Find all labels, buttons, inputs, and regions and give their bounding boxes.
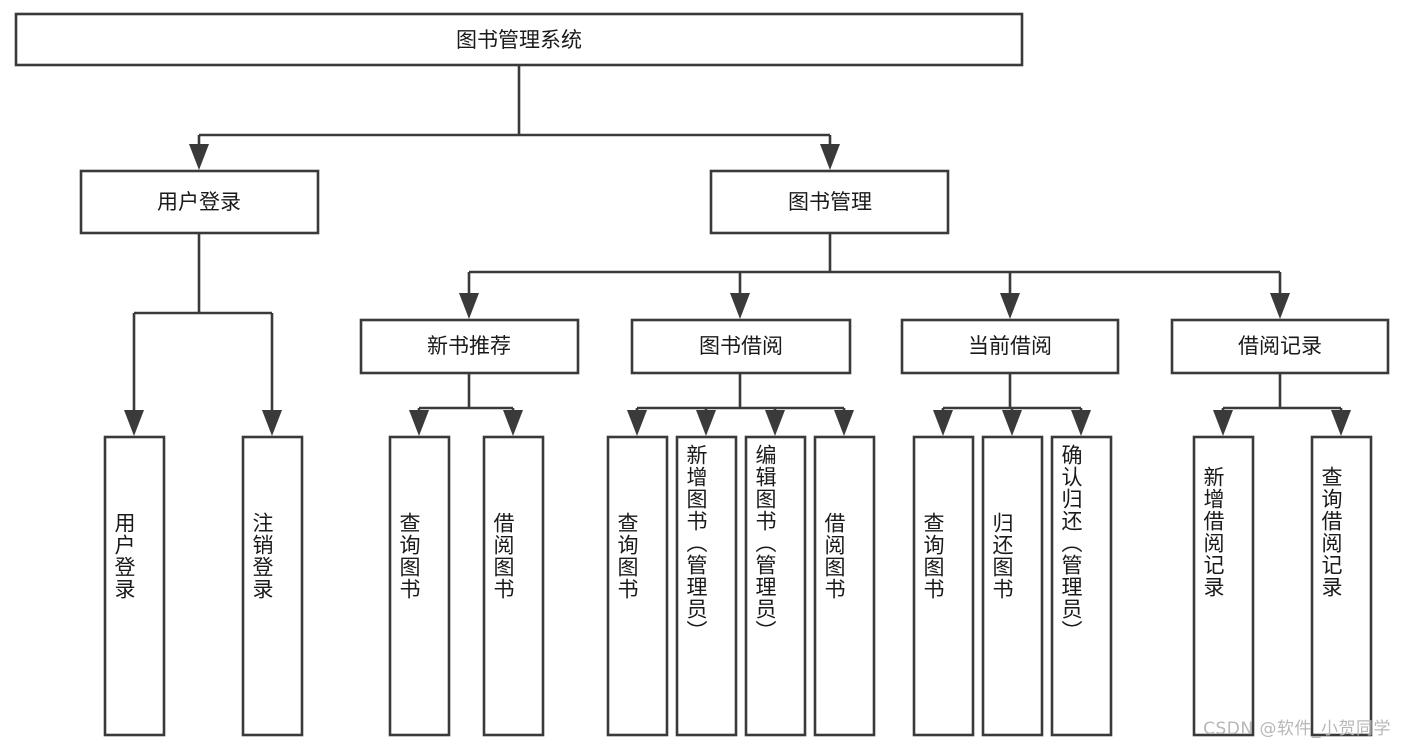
leaf-box-query-book-recommend[interactable] (388, 435, 451, 737)
root-box[interactable] (14, 12, 1024, 67)
arrow-to-leaf-borrow-book-recommend (503, 410, 523, 436)
leaf-box-query-book-current[interactable] (912, 435, 975, 737)
user-login-label: 用户登录 (157, 190, 241, 214)
arrow-to-leaf-return-book (1002, 410, 1022, 436)
new-book-recommend-label: 新书推荐 (427, 334, 511, 358)
book-borrow-box[interactable] (630, 318, 852, 375)
current-borrow-box[interactable] (900, 318, 1120, 375)
node-root[interactable]: 图书管理系统 (14, 12, 1024, 67)
arrow-to-recommend (459, 293, 479, 319)
book-manage-label: 图书管理 (788, 190, 872, 214)
leaf-box-query-book-borrow[interactable] (606, 435, 669, 737)
arrow-to-leaf-borrow-book (834, 410, 854, 436)
arrow-to-leaf-query-record (1331, 410, 1351, 436)
node-book-borrow[interactable]: 图书借阅 (630, 318, 852, 375)
leaf-box-add-book[interactable] (675, 435, 738, 737)
arrow-to-leaf-query-book-borrow (627, 410, 647, 436)
leaf-box-add-record[interactable] (1192, 435, 1255, 737)
leaf-box-confirm-return[interactable] (1050, 435, 1113, 737)
node-borrow-record[interactable]: 借阅记录 (1170, 318, 1390, 375)
arrow-to-userlogin (189, 144, 209, 170)
leaf-box-borrow-book[interactable] (813, 435, 876, 737)
csdn-watermark: CSDN @软件_小贺同学 (1203, 719, 1391, 739)
arrow-to-leaf-confirm-return (1071, 410, 1091, 436)
node-new-book-recommend[interactable]: 新书推荐 (359, 318, 580, 375)
leaf-box-return-book[interactable] (981, 435, 1044, 737)
leaf-box-user-logout[interactable] (241, 435, 304, 737)
arrow-to-leaf-add-record (1213, 410, 1233, 436)
current-borrow-label: 当前借阅 (968, 334, 1052, 358)
arrow-to-borrow (730, 293, 750, 319)
node-user-login[interactable]: 用户登录 (79, 169, 320, 235)
arrowhead-layer (124, 144, 1351, 436)
borrow-record-box[interactable] (1170, 318, 1390, 375)
arrow-to-leaf-edit-book (765, 410, 785, 436)
leaf-box-user-login[interactable] (103, 435, 166, 737)
arrow-to-record (1270, 293, 1290, 319)
arrow-to-current (1000, 293, 1020, 319)
arrow-to-bookmanage (820, 144, 840, 170)
node-current-borrow[interactable]: 当前借阅 (900, 318, 1120, 375)
leaf-box-query-record[interactable] (1310, 435, 1373, 737)
arrow-to-leaf-query-book-recommend (409, 410, 429, 436)
leaf-box-borrow-book-recommend[interactable] (482, 435, 545, 737)
arrow-to-leaf-query-book-current (933, 410, 953, 436)
node-book-manage[interactable]: 图书管理 (709, 169, 950, 235)
arrow-to-leaf-user-login (124, 410, 144, 436)
book-manage-box[interactable] (709, 169, 950, 235)
book-borrow-label: 图书借阅 (699, 334, 783, 358)
arrow-to-leaf-user-logout (262, 410, 282, 436)
leaf-layer (103, 435, 1373, 737)
borrow-record-label: 借阅记录 (1238, 334, 1322, 358)
new-book-recommend-box[interactable] (359, 318, 580, 375)
user-login-box[interactable] (79, 169, 320, 235)
root-label: 图书管理系统 (456, 28, 582, 52)
arrow-to-leaf-add-book (696, 410, 716, 436)
leaf-box-edit-book[interactable] (744, 435, 807, 737)
